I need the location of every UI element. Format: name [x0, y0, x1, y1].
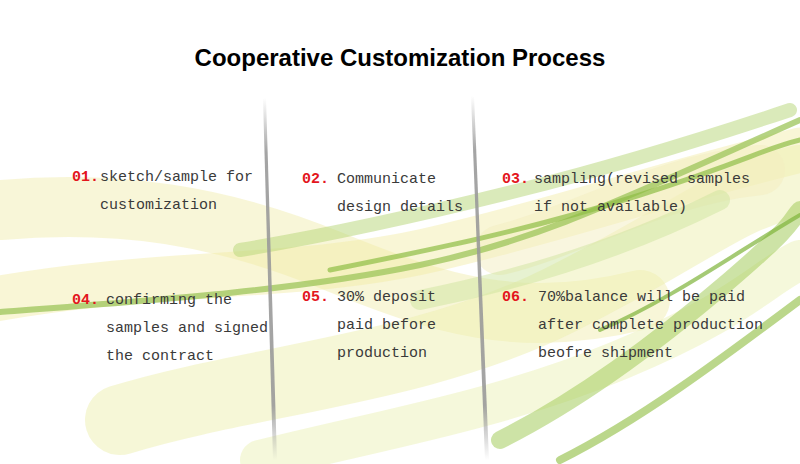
step-text: confirming the samples and signed the co… [106, 287, 268, 371]
green-stroke [330, 140, 800, 270]
step-number: 04. [72, 287, 99, 315]
grid-line [0, 257, 800, 260]
step-number: 02. [302, 166, 329, 194]
step-text: sketch/sample for customization [100, 164, 253, 220]
grid-line [471, 96, 489, 460]
green-stroke [600, 215, 800, 330]
step-number: 01. [72, 164, 99, 192]
step-number: 03. [502, 166, 529, 194]
step-text: 70%balance will be paid after complete p… [538, 284, 763, 368]
step-number: 05. [302, 284, 329, 312]
step-number: 06. [502, 284, 529, 312]
step-text: Communicate design details [337, 166, 463, 222]
green-brush [0, 110, 800, 460]
grid-line [263, 98, 277, 460]
diagram-title: Cooperative Customization Process [0, 44, 800, 72]
step-text: 30% deposit paid before production [337, 284, 436, 368]
step-text: sampling(revised samples if not availabl… [534, 166, 759, 222]
yellow-brush [0, 150, 800, 460]
